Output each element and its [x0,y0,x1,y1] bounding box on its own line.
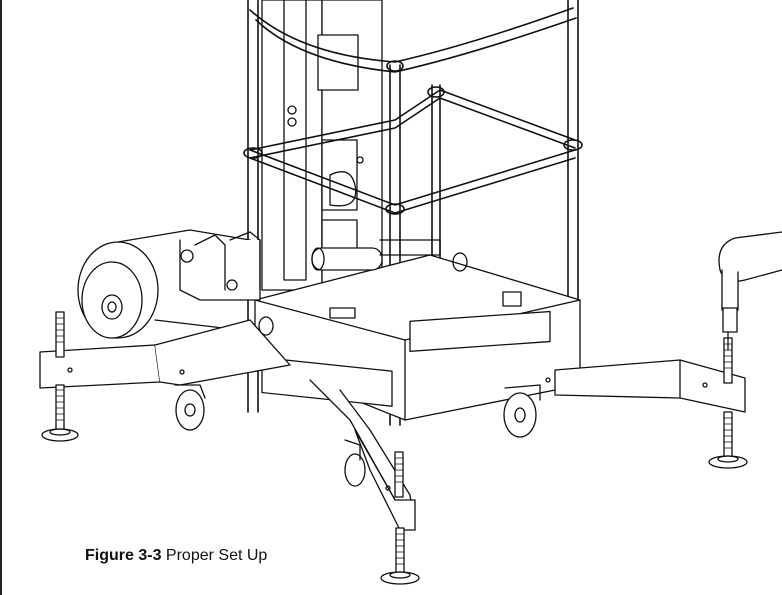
outrigger-front [309,379,420,585]
outrigger-right [503,337,748,469]
figure-title: Proper Set Up [165,547,268,564]
figure-number: Figure 3-3 [85,547,162,564]
drill-illustration [718,231,782,351]
outrigger-left [39,311,291,442]
transport-wheel [77,229,261,339]
mast [261,0,383,291]
figure-caption: Figure 3-3 Proper Set Up [85,547,267,565]
